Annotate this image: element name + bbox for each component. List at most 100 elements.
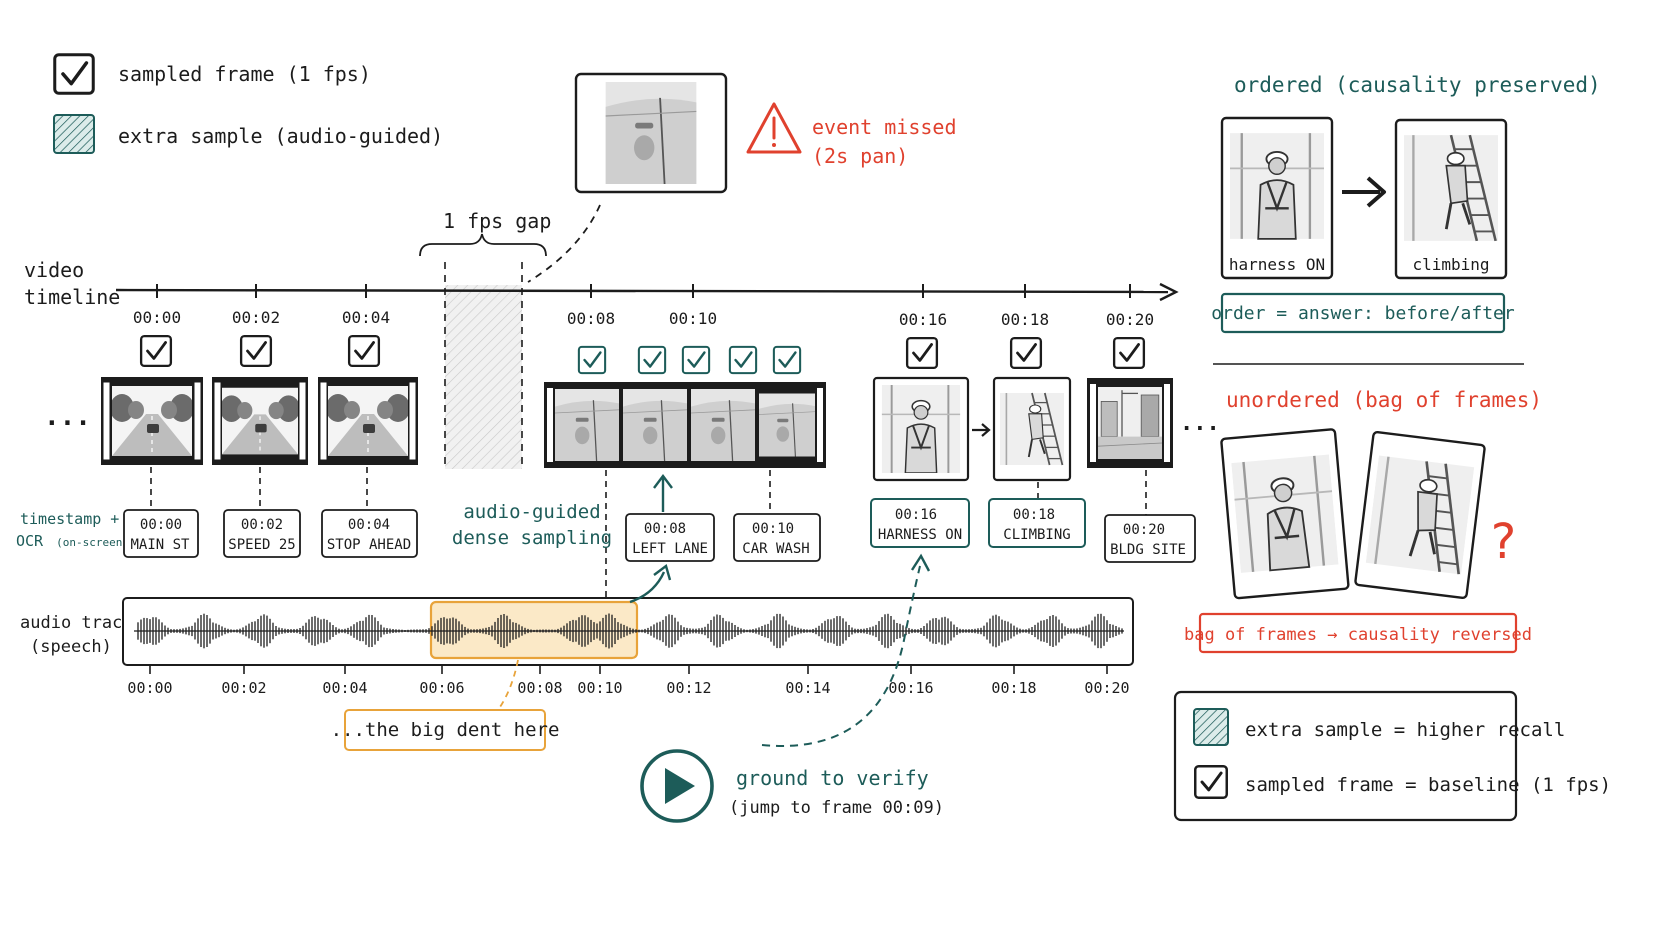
key-box [1173,690,1518,822]
ordered-rule-text: order = answer: before/after [1211,303,1515,324]
warning-icon [746,102,802,154]
audio-label-line1: audio track [20,613,133,633]
ocr-box: 00:04 STOP AHEAD [321,509,418,558]
speech-callout-text: ...the big dent here [331,719,560,741]
film-frame-00-04 [318,377,418,465]
ocr-box-teal: 00:18 CLIMBING [988,498,1086,548]
ocr-time: 00:08 [644,521,686,537]
timeline-tick-label: 00:08 [567,309,615,328]
legend: sampled frame (1 fps) extra sample (audi… [52,52,443,154]
timeline-tick-label: 00:16 [899,310,947,329]
film-strip-road [101,377,418,465]
car-frame [759,392,815,458]
ocr-text: MAIN ST [130,537,190,553]
ocr-text: CLIMBING [1003,527,1070,543]
audio-waveform [137,613,1123,649]
audio-ticks: 00:00 00:02 00:04 00:06 00:08 00:10 00:1… [127,665,1130,697]
ocr-box: 00:10 CAR WASH [733,513,821,562]
speech-callout-box [344,709,546,751]
ocr-box: 00:00 MAIN ST [123,509,199,558]
ground-label: ground to verify [736,766,929,790]
arrowhead-icon [653,563,672,581]
ocr-text: SPEED 25 [228,537,295,553]
unordered-title: unordered (bag of frames) [1226,388,1542,412]
ocr-text: LEFT LANE [632,541,708,557]
timeline-axis [115,288,1169,294]
timeline-tick-label: 00:00 [133,308,181,327]
audio-tick-label: 00:10 [577,679,622,697]
checkbox-teal-icon [577,345,607,375]
audio-tick-label: 00:08 [517,679,562,697]
legend-sampled-frame: sampled frame (1 fps) [118,62,371,86]
ocr-time: 00:04 [348,517,390,533]
ocr-box: 00:08 LEFT LANE [625,513,715,562]
checkbox-legend-icon [52,52,96,96]
ground-arrowhead-icon [910,553,931,572]
ordered-frame1-caption: harness ON [1229,255,1325,274]
car-frame [691,388,755,462]
bag-frame-climbing [1354,431,1486,599]
timeline-arrowhead [1159,282,1179,302]
play-icon [665,768,695,804]
audio-tick-label: 00:00 [127,679,172,697]
audio-tick-label: 00:06 [419,679,464,697]
key-extra-text: extra sample = higher recall [1245,719,1565,741]
ocr-text: BLDG SITE [1110,542,1186,558]
ocr-text: HARNESS ON [878,527,962,543]
gap-label: 1 fps gap [443,209,551,233]
missed-event-thumbnail [574,72,728,194]
timeline-tick-label: 00:20 [1106,310,1154,329]
ground-connector [761,565,921,747]
film-strip-car-dense [544,382,826,468]
ocr-time: 00:00 [140,517,182,533]
audio-tick-label: 00:20 [1084,679,1129,697]
frame-ocr-connectors [150,467,1147,598]
ocr-text: STOP AHEAD [327,537,411,553]
play-button[interactable] [640,749,714,823]
ocr-time: 00:18 [1013,507,1055,523]
audio-tick-label: 00:04 [322,679,367,697]
audio-label-line2: (speech) [30,637,112,657]
audio-tick-label: 00:16 [888,679,933,697]
car-door-icon [604,82,698,184]
gap-region [445,285,522,469]
checkbox-key-icon [1193,764,1229,800]
timeline-tick-label: 00:18 [1001,310,1049,329]
frame-00-20-site [1087,378,1173,468]
extra-sample-legend-icon [53,114,95,154]
audio-tick-label: 00:14 [785,679,830,697]
film-frame-00-02 [212,377,308,465]
ocr-time: 00:02 [241,517,283,533]
event-missed-duration: (2s pan) [812,144,908,168]
timeline-tick-label: 00:04 [342,308,390,327]
frame-00-18-climbing [992,376,1072,482]
ordered-title: ordered (causality preserved) [1234,73,1601,97]
ordered-frame2-caption: climbing [1412,255,1489,274]
timeline-ellipsis-left: ... [44,402,91,432]
timeline-label-line1: video [24,258,84,282]
checkbox-teal-icon [637,345,667,375]
checkbox-teal-icon [681,345,711,375]
audio-tick-label: 00:12 [666,679,711,697]
timeline-tick-label: 00:10 [669,309,717,328]
missed-event-connector [527,204,601,283]
frame-00-16-harness [872,376,970,482]
unordered-rule-text: bag of frames → causality reversed [1184,625,1532,645]
timeline-ellipsis-right: ... [1180,411,1220,436]
speech-callout-connector [497,659,519,711]
unordered-rule-box [1198,612,1518,654]
timeline-label-line2: timeline [24,285,120,309]
key-sampled-text: sampled frame = baseline (1 fps) [1245,774,1611,796]
gap-brace [419,233,547,257]
checkbox-icon [139,334,173,368]
car-frame [623,388,687,462]
audio-tick-label: 00:18 [991,679,1036,697]
extra-sample-key-icon [1193,708,1229,746]
ordered-rule-box [1220,292,1506,334]
ocr-time: 00:10 [752,521,794,537]
ground-sublabel: (jump to frame 00:09) [729,798,944,818]
ocr-box-teal: 00:16 HARNESS ON [870,498,970,548]
ocr-label-ocr: OCR [16,532,44,550]
checkbox-icon [347,334,381,368]
timeline-tick-label: 00:02 [232,308,280,327]
